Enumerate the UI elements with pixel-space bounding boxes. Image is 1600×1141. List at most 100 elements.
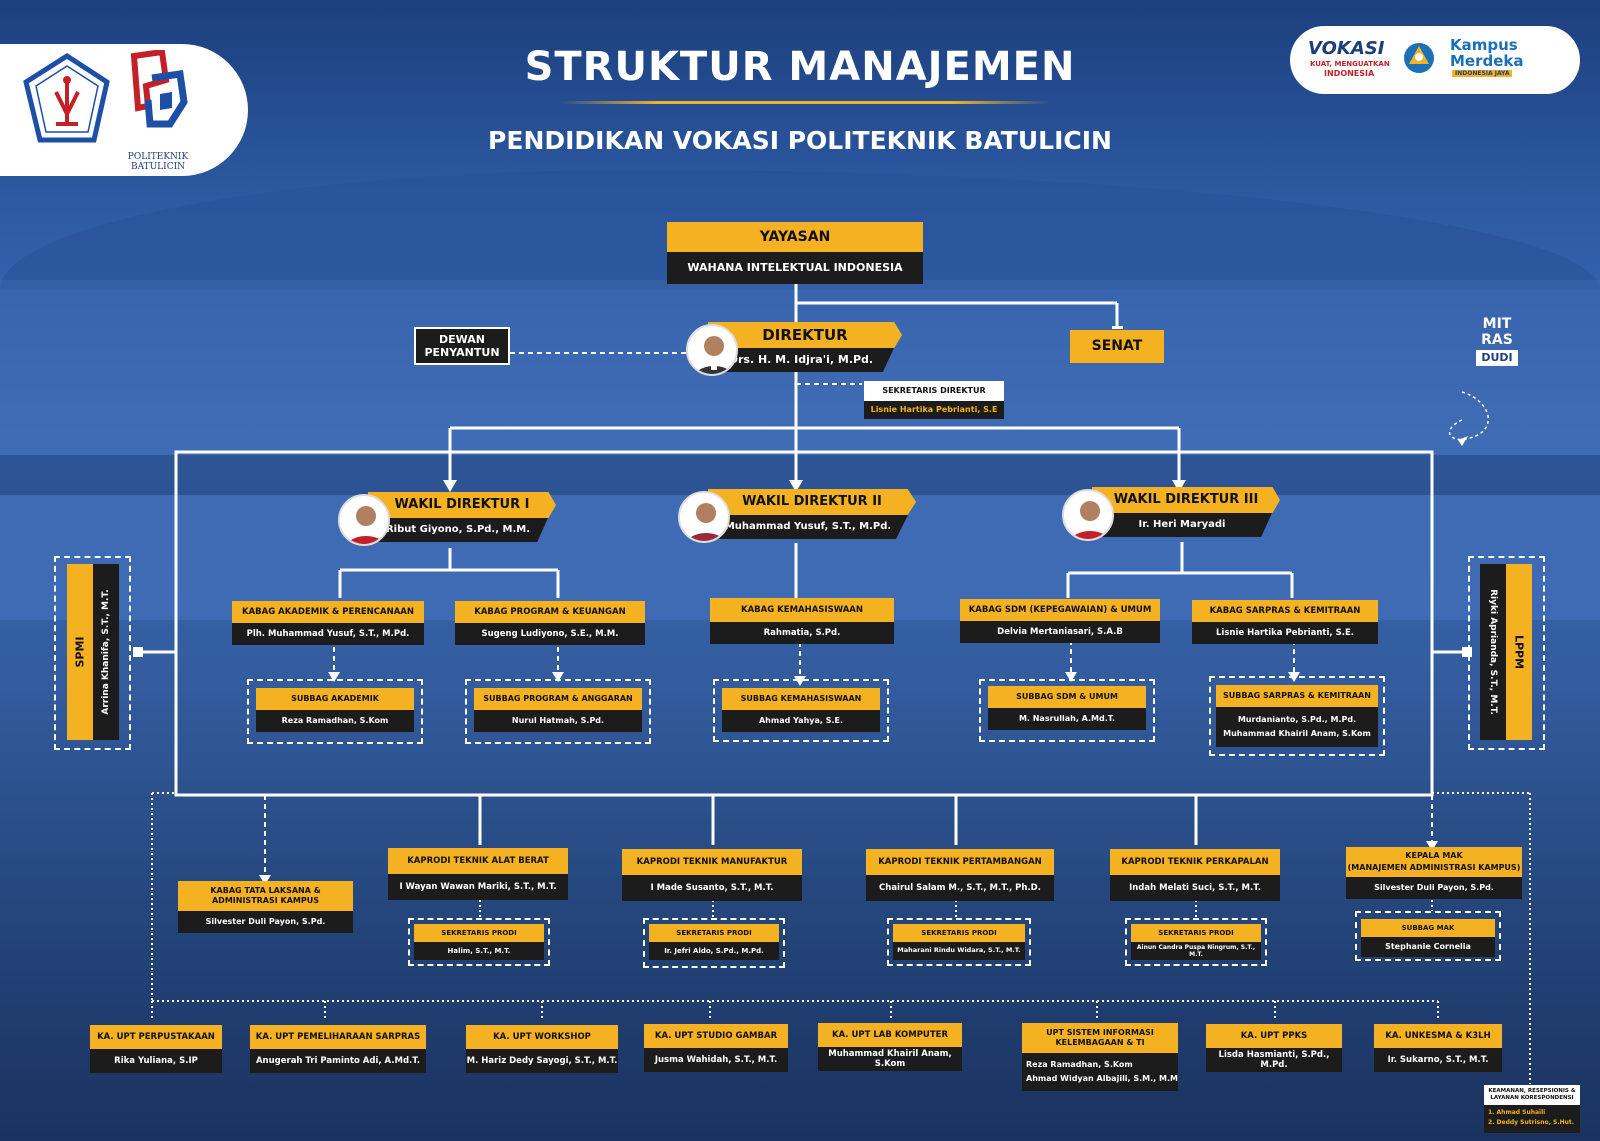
sekdir-name: Lisnie Hartika Pebrianti, S.E [864, 401, 1004, 419]
kabag-sdm-name-text: Delvia Mertaniasari, S.A.B [997, 626, 1123, 637]
politeknik-name-line1: POLITEKNIK [127, 152, 189, 162]
subbag-kemahasiswaan-title-text: SUBBAG KEMAHASISWAAN [740, 694, 862, 704]
subbag-sdm-title-text: SUBBAG SDM & UMUM [1016, 692, 1118, 702]
kabag-kemahasiswaan-name-text: Rahmatia, S.Pd. [763, 627, 841, 638]
upt-lab-title-text: KA. UPT LAB KOMPUTER [831, 1029, 948, 1040]
keamanan-names: 1. Ahmad Suhaili 2. Deddy Sutrisno, S.Hu… [1484, 1105, 1580, 1133]
vokasi-tagline: KUAT, MENGUATKAN [1310, 60, 1390, 68]
subbag-sarpras-title: SUBBAG SARPRAS & KEMITRAAN [1216, 685, 1378, 707]
subbag-kemahasiswaan-name: Ahmad Yahya, S.E. [722, 710, 880, 732]
subbag-mak-title-text: SUBBAG MAK [1401, 923, 1455, 932]
subbag-akademik-title-text: SUBBAG AKADEMIK [291, 694, 379, 704]
sekprodi-perkapalan-title: SEKRETARIS PRODI [1131, 924, 1261, 942]
direktur-title: DIREKTUR [708, 322, 902, 348]
lppm-name-text: Riyki Aprianda, S.T., M.T. [1488, 589, 1498, 715]
dewan-penyantun-box: DEWAN PENYANTUN [414, 327, 510, 365]
spmi-title: SPMI [67, 564, 93, 740]
unkesma-title: KA. UNKESMA & K3LH [1374, 1024, 1502, 1048]
politeknik-logo-icon [130, 50, 188, 128]
lppm-title: LPPM [1506, 564, 1532, 740]
subbag-sarpras-name-1: Murdanianto, S.Pd., M.Pd. [1237, 715, 1357, 724]
yayasan-logo-icon [23, 53, 110, 143]
upt-ppks-title-text: KA. UPT PPKS [1240, 1030, 1308, 1041]
vokasi-tagline-2: INDONESIA [1324, 69, 1375, 78]
kabag-sarpras-title: KABAG SARPRAS & KEMITRAAN [1192, 600, 1378, 622]
mitras-line-2: RAS [1481, 332, 1513, 348]
upt-sarpras-name-text: Anugerah Tri Paminto Adi, A.Md.T. [255, 1055, 421, 1066]
direktur-name-text: Drs. H. M. Idjra'i, M.Pd. [728, 353, 874, 367]
wakil-3-title-text: WAKIL DIREKTUR III [1113, 492, 1259, 508]
upt-sarpras-name: Anugerah Tri Paminto Adi, A.Md.T. [250, 1049, 426, 1073]
wakil-3-name: Ir. Heri Maryadi [1092, 513, 1272, 537]
kabag-kemahasiswaan-name: Rahmatia, S.Pd. [710, 622, 894, 644]
kepala-mak-title-2: (MANAJEMEN ADMINISTRASI KAMPUS) [1347, 863, 1521, 872]
wakil-1-photo [338, 494, 390, 546]
sekprodi-perkapalan-name: Ainun Candra Puspa Ningrum, S.T., M.T. [1131, 942, 1261, 960]
upt-workshop-title: KA. UPT WORKSHOP [466, 1025, 618, 1049]
yayasan-title: YAYASAN [667, 222, 923, 252]
keamanan-title-text: KEAMANAN, RESEPSIONIS & LAYANAN KORESPON… [1488, 1088, 1576, 1101]
sekprodi-perkapalan-title-text: SEKRETARIS PRODI [1158, 928, 1234, 937]
subbag-kemahasiswaan-title: SUBBAG KEMAHASISWAAN [722, 688, 880, 710]
kabag-sarpras-name: Lisnie Hartika Pebrianti, S.E. [1192, 622, 1378, 644]
wakil-2-title: WAKIL DIREKTUR II [708, 489, 916, 515]
upt-sistem-informasi-title-text: UPT SISTEM INFORMASI KELEMBAGAAN & TI [1046, 1028, 1154, 1047]
yayasan-name-text: WAHANA INTELEKTUAL INDONESIA [687, 261, 903, 275]
kabag-akademik-name: Plh. Muhammad Yusuf, S.T., M.Pd. [232, 623, 424, 645]
dewan-penyantun-text: DEWAN PENYANTUN [424, 332, 500, 359]
subbag-sarpras-name-2: Muhammad Khairil Anam, S.Kom [1223, 729, 1371, 738]
subbag-program-name-text: Nurul Hatmah, S.Pd. [511, 716, 605, 726]
wakil-1-title-text: WAKIL DIREKTUR I [394, 497, 530, 513]
yayasan-title-text: YAYASAN [759, 228, 831, 245]
subbag-sarpras-title-text: SUBBAG SARPRAS & KEMITRAAN [1223, 691, 1371, 701]
wakil-1-name-text: Ribut Giyono, S.Pd., M.M. [385, 524, 531, 535]
wakil-2-name-text: Muhammad Yusuf, S.T., M.Pd. [724, 521, 892, 532]
kaprodi-manufaktur-title-text: KAPRODI TEKNIK MANUFAKTUR [636, 856, 788, 867]
sekdir-title: SEKRETARIS DIREKTUR [864, 381, 1004, 401]
sekprodi-alat-berat-title: SEKRETARIS PRODI [414, 924, 544, 942]
wakil-2-title-text: WAKIL DIREKTUR II [742, 494, 882, 510]
upt-ppks-title: KA. UPT PPKS [1206, 1024, 1342, 1048]
tata-laksana-name-text: Silvester Duli Payon, S.Pd. [205, 917, 326, 927]
kabag-program-name-text: Sugeng Ludiyono, S.E., M.M. [481, 628, 619, 639]
keamanan-title: KEAMANAN, RESEPSIONIS & LAYANAN KORESPON… [1484, 1085, 1580, 1105]
subbag-kemahasiswaan-frame [713, 679, 889, 742]
kaprodi-alat-berat-title-text: KAPRODI TEKNIK ALAT BERAT [407, 855, 549, 866]
mitras-line-1: MIT [1482, 316, 1512, 332]
subbag-akademik-name: Reza Ramadhan, S.Kom [256, 710, 414, 732]
sekprodi-perkapalan-frame [1125, 918, 1267, 966]
subbag-program-title: SUBBAG PROGRAM & ANGGARAN [474, 688, 642, 710]
upt-studio-name-text: Jusma Wahidah, S.T., M.T. [654, 1054, 778, 1065]
kaprodi-manufaktur-name: I Made Susanto, S.T., M.T. [622, 875, 802, 901]
wakil-2-name: Muhammad Yusuf, S.T., M.Pd. [708, 515, 908, 539]
wakil-3-title: WAKIL DIREKTUR III [1092, 487, 1280, 513]
kabag-sarpras-title-text: KABAG SARPRAS & KEMITRAAN [1209, 605, 1361, 616]
upt-workshop-name: M. Hariz Dedy Sayogi, S.T., M.T. [466, 1049, 618, 1073]
kabag-kemahasiswaan-title: KABAG KEMAHASISWAAN [710, 598, 894, 622]
politeknik-name-line2: BATULICIN [130, 162, 186, 172]
subbag-sdm-name-text: M. Nasrullah, A.Md.T. [1018, 714, 1116, 724]
subbag-mak-name-text: Stephanie Cornelia [1385, 942, 1471, 952]
upt-sistem-informasi-title: UPT SISTEM INFORMASI KELEMBAGAAN & TI [1022, 1023, 1178, 1053]
unkesma-name-text: Ir. Sukarno, S.T., M.T. [1387, 1054, 1489, 1065]
wakil-1-flag: WAKIL DIREKTUR I Ribut Giyono, S.Pd., M.… [368, 492, 556, 542]
kepala-mak-name: Silvester Duli Payon, S.Pd. [1346, 877, 1522, 899]
kaprodi-alat-berat-name: I Wayan Wawan Mariki, S.T., M.T. [388, 874, 568, 900]
wakil-3-flag: WAKIL DIREKTUR III Ir. Heri Maryadi [1092, 487, 1280, 537]
tata-laksana-name: Silvester Duli Payon, S.Pd. [178, 911, 353, 933]
kampus-merdeka-line1: Kampus [1450, 36, 1518, 54]
subbag-sarpras-frame [1209, 676, 1385, 756]
sekprodi-manufaktur-name: Ir. Jefri Aldo, S.Pd., M.Pd. [649, 942, 779, 960]
kaprodi-alat-berat-title: KAPRODI TEKNIK ALAT BERAT [388, 848, 568, 874]
sekprodi-manufaktur-frame [643, 918, 785, 968]
kabag-akademik-title: KABAG AKADEMIK & PERENCANAAN [232, 601, 424, 623]
kampus-merdeka-tag: INDONESIA JAYA [1452, 70, 1513, 77]
lppm-frame [1468, 556, 1545, 750]
subbag-sdm-title: SUBBAG SDM & UMUM [988, 686, 1146, 708]
wakil-3-name-text: Ir. Heri Maryadi [1138, 519, 1226, 530]
subbag-akademik-frame [247, 679, 423, 744]
upt-lab-name: Muhammad Khairil Anam, S.Kom [818, 1047, 962, 1071]
kaprodi-pertambangan-title: KAPRODI TEKNIK PERTAMBANGAN [866, 849, 1054, 875]
subbag-mak-title: SUBBAG MAK [1361, 919, 1495, 937]
spmi-frame [54, 556, 131, 750]
